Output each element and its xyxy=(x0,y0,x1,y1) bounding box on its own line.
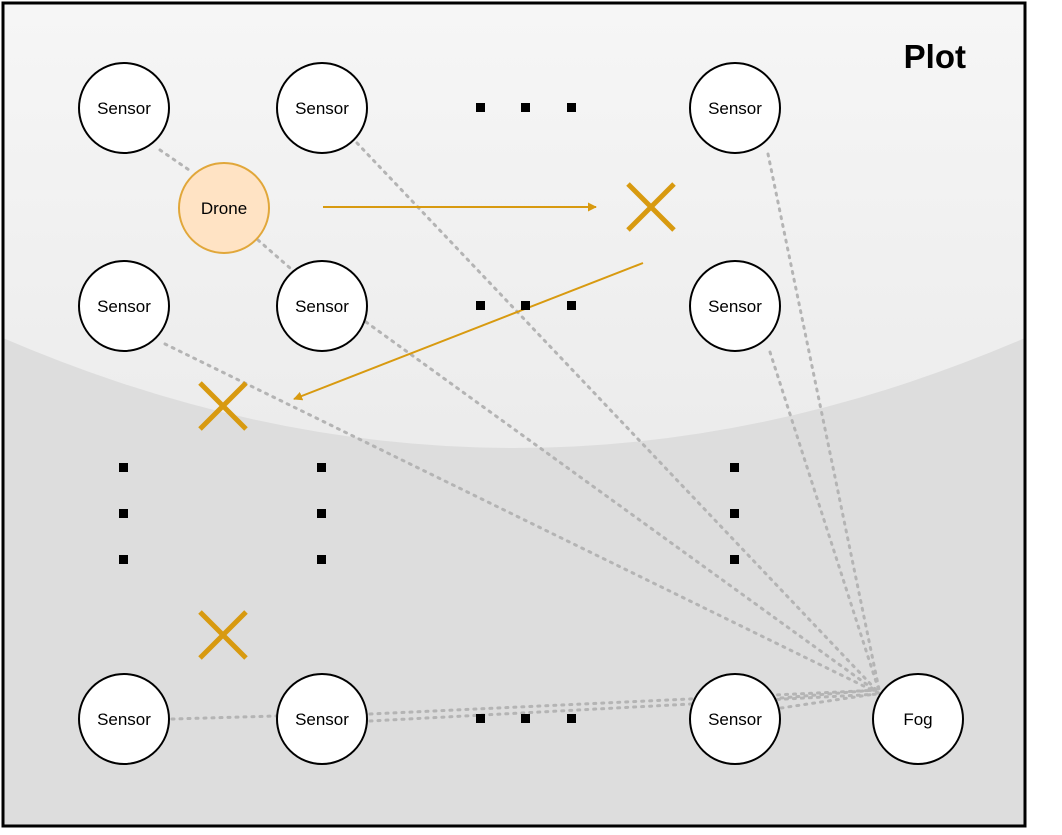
ellipsis-dots-icon xyxy=(317,463,326,564)
links xyxy=(158,141,882,723)
sensor-node[interactable]: Sensor xyxy=(78,260,170,352)
sensor-node[interactable]: Sensor xyxy=(276,62,368,154)
link-sensor-2-2-to-fog xyxy=(364,320,882,696)
ellipsis-dots xyxy=(119,103,739,723)
sensor-label: Sensor xyxy=(97,99,151,118)
ellipsis-dots-icon xyxy=(476,714,576,723)
link-sensor-1-1-to-drone xyxy=(158,148,194,174)
sensor-node[interactable]: Sensor xyxy=(78,62,170,154)
ellipsis-dots-icon xyxy=(476,103,576,112)
sensor-node[interactable]: Sensor xyxy=(276,260,368,352)
link-drone-to-sensor-2-2 xyxy=(256,238,292,270)
sensor-node[interactable]: Sensor xyxy=(689,260,781,352)
drone-node[interactable]: Drone xyxy=(178,162,270,254)
link-sensor-3-n-to-fog-b xyxy=(779,692,877,710)
sensor-nodes: Sensor Sensor Sensor Sensor Sensor Senso… xyxy=(78,62,781,765)
diagram-title: Plot xyxy=(904,38,966,75)
visited-markers xyxy=(198,182,676,660)
sensor-node[interactable]: Sensor xyxy=(78,673,170,765)
sensor-label: Sensor xyxy=(295,710,349,729)
sensor-node[interactable]: Sensor xyxy=(276,673,368,765)
path-arrow-2 xyxy=(293,262,644,401)
link-sensor-2-1-to-fog xyxy=(163,342,882,696)
link-sensor-3-1-to-sensor-3-2 xyxy=(170,714,278,721)
fog-node[interactable]: Fog xyxy=(872,673,964,765)
ellipsis-dots-icon xyxy=(730,463,739,564)
x-mark-icon xyxy=(626,182,676,232)
ellipsis-dots-icon xyxy=(119,463,128,564)
link-sensor-3-2-to-fog-a xyxy=(368,688,882,716)
sensor-node[interactable]: Sensor xyxy=(689,673,781,765)
ellipsis-dots-icon xyxy=(476,301,576,310)
x-mark-icon xyxy=(198,381,248,431)
sensor-label: Sensor xyxy=(97,710,151,729)
link-sensor-2-n-to-fog xyxy=(768,350,882,696)
drone-label: Drone xyxy=(201,199,247,218)
sensor-label: Sensor xyxy=(295,297,349,316)
fog-label: Fog xyxy=(903,710,932,729)
x-mark-icon xyxy=(198,610,248,660)
drone-path xyxy=(293,202,644,401)
sensor-label: Sensor xyxy=(708,710,762,729)
sensor-label: Sensor xyxy=(295,99,349,118)
sensor-label: Sensor xyxy=(97,297,151,316)
link-sensor-3-n-to-fog-a xyxy=(779,688,877,700)
sensor-label: Sensor xyxy=(708,99,762,118)
sensor-node[interactable]: Sensor xyxy=(689,62,781,154)
link-sensor-3-2-to-fog-b xyxy=(368,692,882,723)
sensor-label: Sensor xyxy=(708,297,762,316)
link-sensor-1-2-to-fog xyxy=(355,141,882,696)
